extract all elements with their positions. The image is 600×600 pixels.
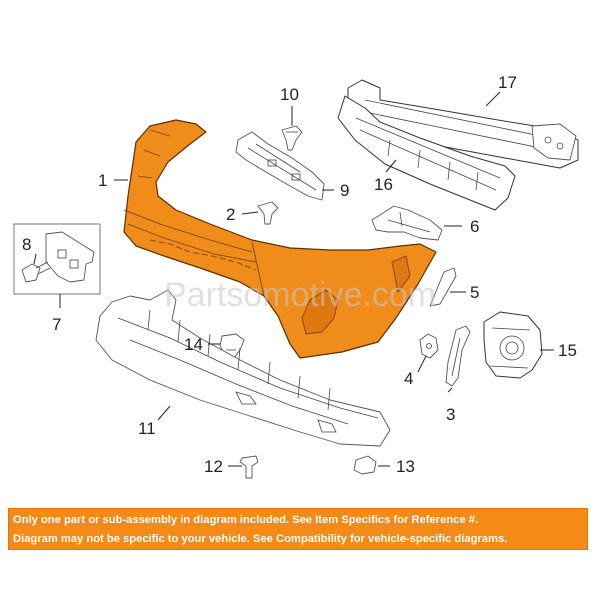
callout-2: 2: [226, 205, 235, 224]
leader-lines: [33, 91, 554, 467]
part-11-lower-spoiler: [95, 289, 391, 447]
watermark-text: Partsomotive.com: [164, 276, 436, 314]
callout-9: 9: [340, 181, 349, 200]
part-17-reinforcement: [347, 79, 579, 169]
part-3-bracket: [445, 325, 471, 387]
part-1-bumper-cover: [123, 119, 437, 359]
part-5-strip: [429, 267, 457, 307]
part-7-8-group: [13, 223, 101, 295]
part-4-bracket: [419, 333, 439, 359]
part-16-absorber: [337, 95, 516, 211]
callout-15: 15: [558, 341, 577, 360]
callout-17: 17: [498, 73, 517, 92]
callout-4: 4: [404, 369, 413, 388]
part-6-bracket: [371, 205, 443, 241]
callout-12: 12: [204, 457, 223, 476]
callout-11: 11: [138, 419, 156, 438]
part-9-bracket: [235, 131, 325, 201]
callout-8: 8: [22, 235, 31, 254]
callout-3: 3: [446, 405, 455, 424]
disclaimer-banner: Only one part or sub-assembly in diagram…: [8, 508, 588, 550]
callout-13: 13: [396, 457, 415, 476]
part-10-clip: [281, 125, 303, 151]
part-2-clip: [257, 201, 279, 225]
disclaimer-line-1: Only one part or sub-assembly in diagram…: [13, 514, 479, 526]
callout-14: 14: [184, 335, 203, 354]
part-13-clip: [353, 455, 377, 475]
callout-16: 16: [374, 175, 393, 194]
part-15-fog-bracket: [483, 311, 543, 379]
part-12-bolt: [239, 455, 259, 479]
callout-10: 10: [280, 85, 299, 104]
disclaimer-line-2: Diagram may not be specific to your vehi…: [13, 533, 508, 545]
callout-7: 7: [52, 315, 61, 334]
callout-5: 5: [470, 283, 479, 302]
callout-1: 1: [98, 171, 107, 190]
callout-6: 6: [470, 217, 479, 236]
